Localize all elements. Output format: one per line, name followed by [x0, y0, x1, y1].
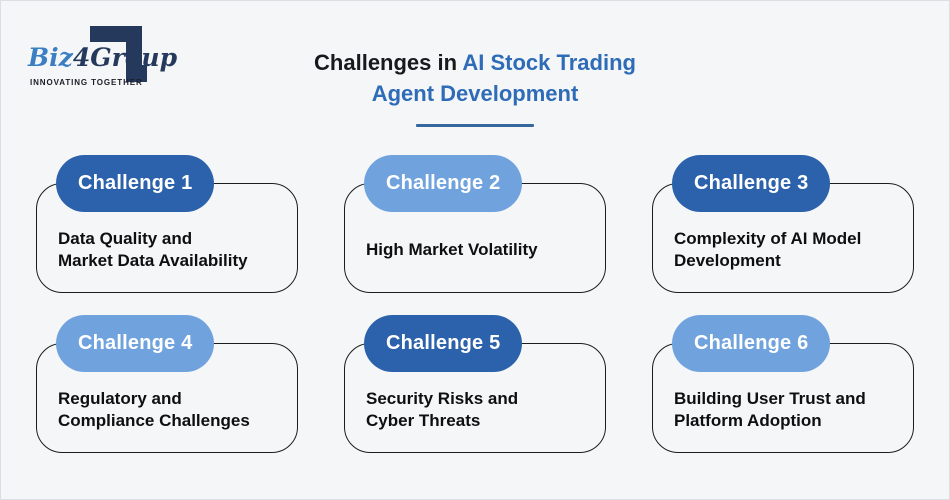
biz4group-logo: Biz4Group INNOVATING TOGETHER — [28, 26, 177, 92]
challenge-1-text: Data Quality and Market Data Availabilit… — [58, 229, 248, 270]
challenge-6-badge: Challenge 6 — [672, 315, 831, 372]
page-title-prefix: Challenges in — [314, 50, 463, 75]
challenge-3-badge: Challenge 3 — [672, 155, 831, 212]
logo-word-four: 4 — [72, 43, 91, 72]
challenge-4-badge-label: Challenge 4 — [78, 332, 193, 354]
logo-word-group: Group — [90, 43, 178, 72]
challenge-3-badge-label: Challenge 3 — [694, 172, 809, 194]
challenge-5-text: Security Risks and Cyber Threats — [366, 389, 519, 430]
page-title: Challenges in AI Stock Trading Agent Dev… — [0, 47, 950, 109]
challenge-6-body: Building User Trust and Platform Adoptio… — [652, 343, 914, 453]
logo-mark-right-bar — [126, 26, 142, 74]
challenge-card-1: Challenge 1 Data Quality and Market Data… — [36, 155, 298, 293]
challenge-6-badge-label: Challenge 6 — [694, 332, 809, 354]
challenge-6-text: Building User Trust and Platform Adoptio… — [674, 389, 866, 430]
challenge-5-badge-label: Challenge 5 — [386, 332, 501, 354]
challenge-2-text: High Market Volatility — [366, 240, 538, 259]
logo-word-biz: Biz — [28, 43, 73, 72]
challenge-card-6: Challenge 6 Building User Trust and Plat… — [652, 315, 914, 453]
challenge-2-badge: Challenge 2 — [364, 155, 523, 212]
challenge-4-badge: Challenge 4 — [56, 315, 215, 372]
challenge-5-badge: Challenge 5 — [364, 315, 523, 372]
challenge-1-badge: Challenge 1 — [56, 155, 215, 212]
page-title-highlight-line1: AI Stock Trading — [462, 50, 636, 75]
title-underline — [416, 124, 534, 127]
challenge-card-4: Challenge 4 Regulatory and Compliance Ch… — [36, 315, 298, 453]
challenges-grid: Challenge 1 Data Quality and Market Data… — [36, 155, 914, 453]
logo-mark-foot — [126, 65, 147, 82]
challenge-1-badge-label: Challenge 1 — [78, 172, 193, 194]
challenge-card-3: Challenge 3 Complexity of AI Model Devel… — [652, 155, 914, 293]
challenge-card-2: Challenge 2 High Market Volatility — [344, 155, 606, 293]
challenge-1-body: Data Quality and Market Data Availabilit… — [36, 183, 298, 293]
logo-tagline: INNOVATING TOGETHER — [30, 78, 143, 87]
challenge-card-5: Challenge 5 Security Risks and Cyber Thr… — [344, 315, 606, 453]
challenge-4-text: Regulatory and Compliance Challenges — [58, 389, 250, 430]
page-title-highlight-line2: Agent Development — [371, 81, 579, 106]
logo-wordmark: Biz4Group — [28, 44, 177, 72]
challenge-2-badge-label: Challenge 2 — [386, 172, 501, 194]
challenge-3-text: Complexity of AI Model Development — [674, 229, 862, 270]
